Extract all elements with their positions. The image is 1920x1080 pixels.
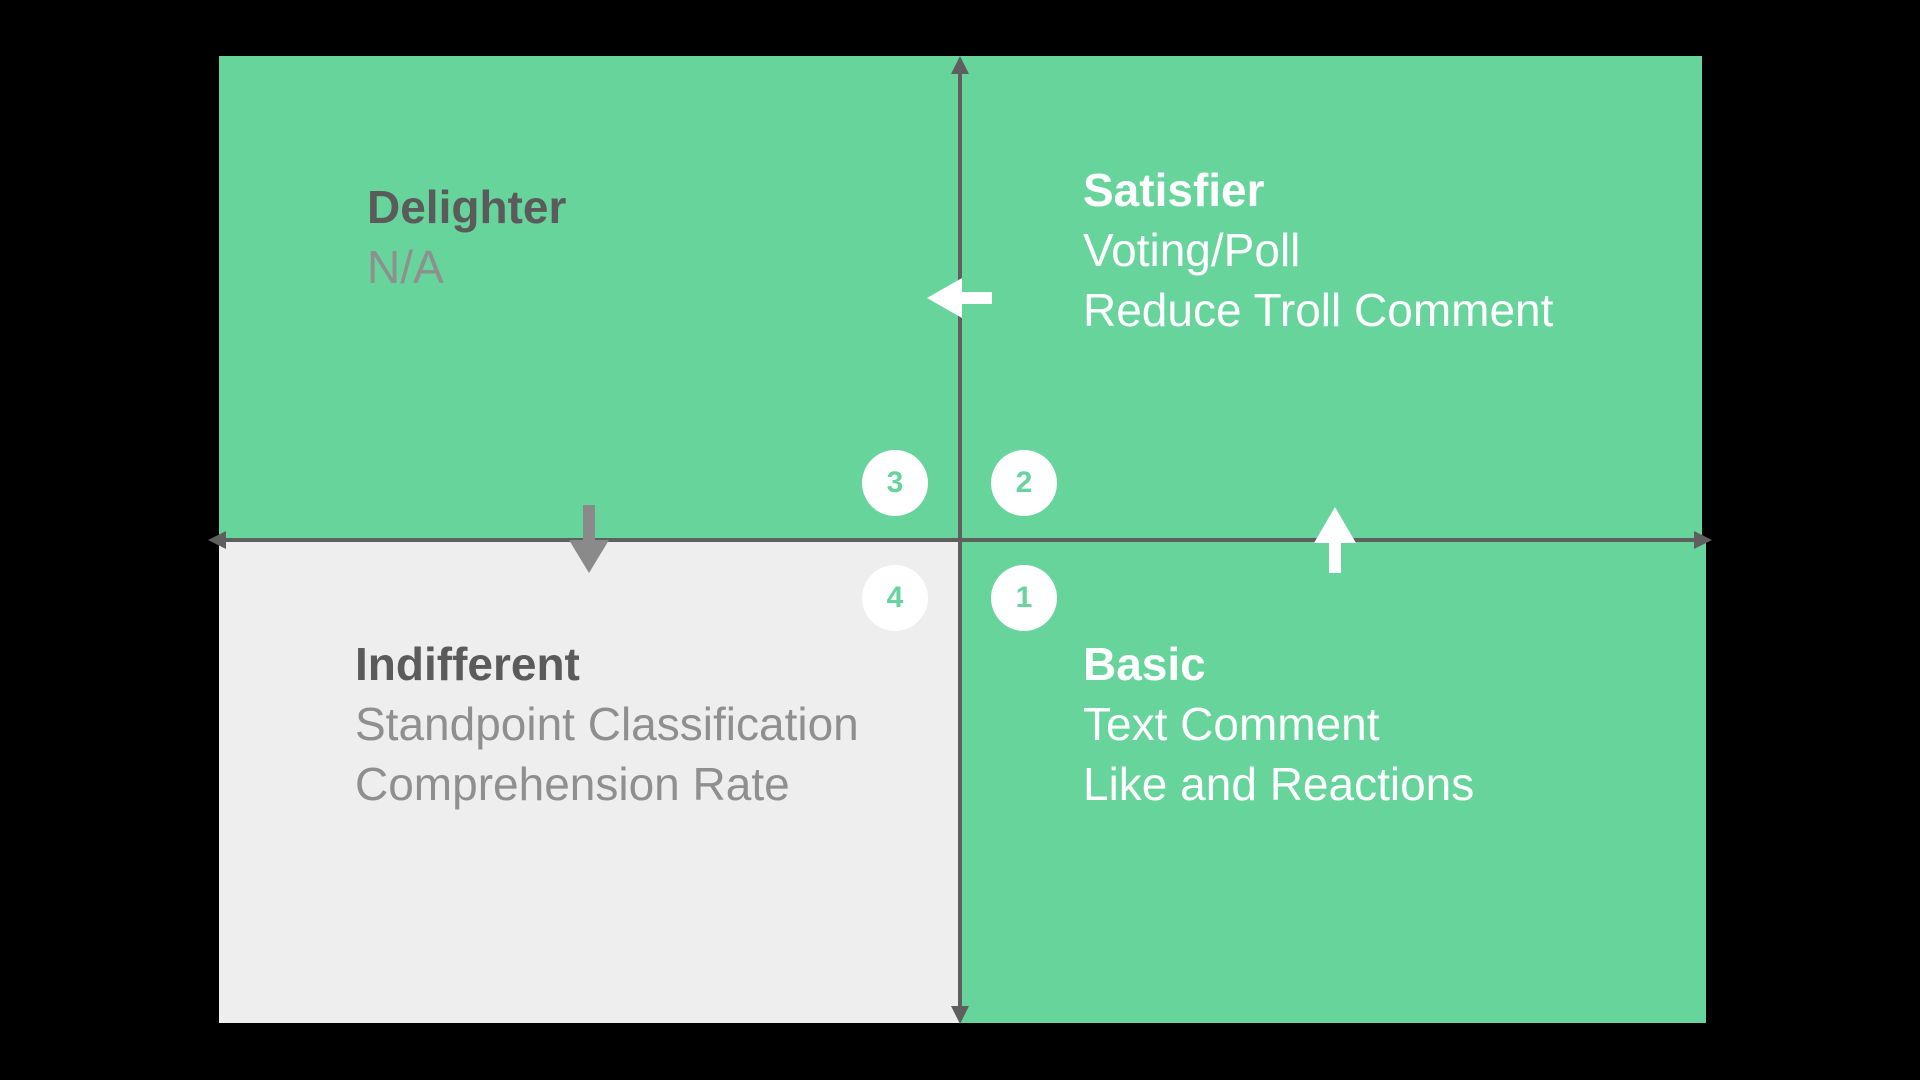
axis-arrowhead-up-icon bbox=[951, 56, 969, 74]
badge-4: 4 bbox=[862, 565, 928, 631]
satisfier-quadrant bbox=[960, 56, 1702, 540]
indifferent-quadrant bbox=[219, 540, 960, 1023]
axis-arrowhead-right-icon bbox=[1694, 531, 1712, 549]
indifferent-item: Comprehension Rate bbox=[355, 758, 790, 810]
indifferent-title: Indifferent bbox=[355, 638, 580, 690]
badge-2: 2 bbox=[991, 450, 1057, 516]
delighter-text: Delighter N/A bbox=[367, 177, 566, 297]
satisfier-text: Satisfier Voting/Poll Reduce Troll Comme… bbox=[1083, 160, 1553, 340]
badge-1: 1 bbox=[991, 565, 1057, 631]
axis-arrowhead-down-icon bbox=[951, 1006, 969, 1024]
satisfier-item: Voting/Poll bbox=[1083, 224, 1301, 276]
badge-3: 3 bbox=[862, 450, 928, 516]
indifferent-text: Indifferent Standpoint Classification Co… bbox=[355, 634, 859, 814]
basic-item: Text Comment bbox=[1083, 698, 1380, 750]
satisfier-item: Reduce Troll Comment bbox=[1083, 284, 1554, 336]
delighter-item: N/A bbox=[367, 241, 444, 293]
indifferent-item: Standpoint Classification bbox=[355, 698, 859, 750]
arrow-down-icon bbox=[569, 505, 609, 573]
delighter-quadrant bbox=[219, 56, 960, 540]
basic-text: Basic Text Comment Like and Reactions bbox=[1083, 634, 1474, 814]
basic-quadrant bbox=[960, 540, 1706, 1023]
basic-title: Basic bbox=[1083, 638, 1206, 690]
arrow-left-icon bbox=[927, 278, 992, 318]
satisfier-title: Satisfier bbox=[1083, 164, 1265, 216]
arrow-up-icon bbox=[1314, 507, 1356, 573]
basic-item: Like and Reactions bbox=[1083, 758, 1475, 810]
delighter-title: Delighter bbox=[367, 181, 567, 233]
axis-arrowhead-left-icon bbox=[208, 531, 226, 549]
